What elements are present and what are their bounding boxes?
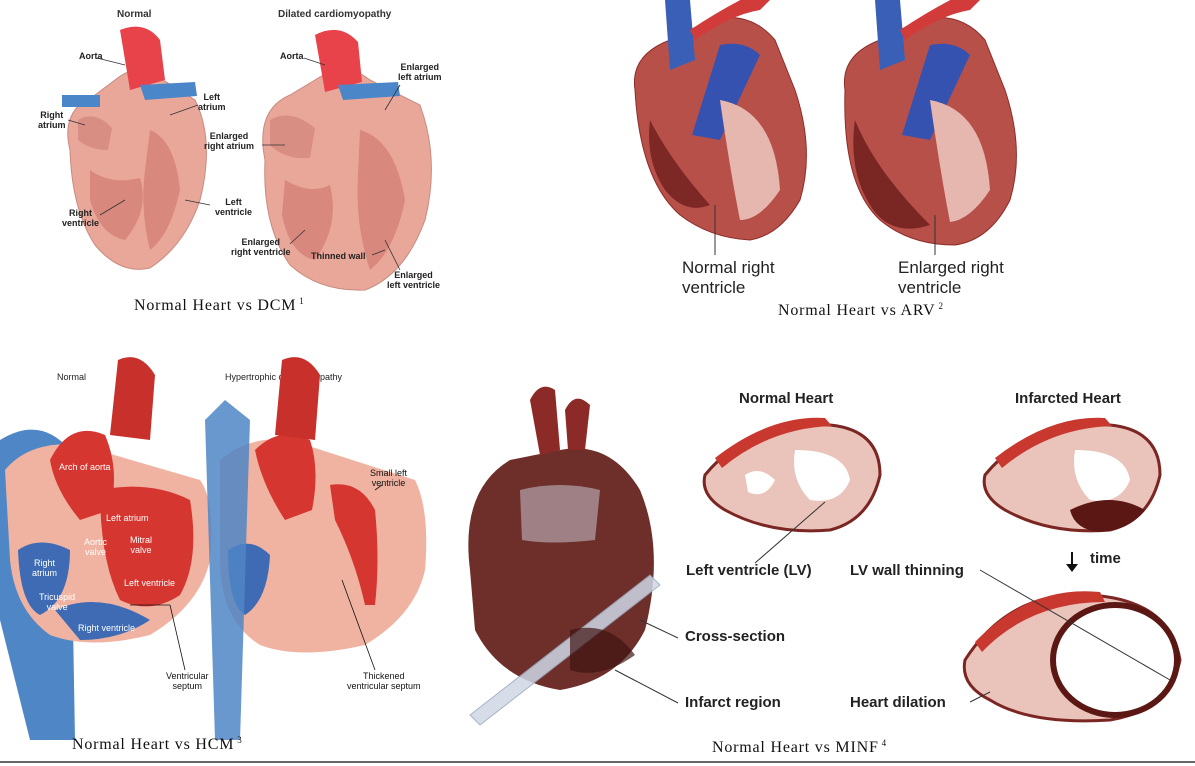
label-mitral-valve-text: Mitral valve xyxy=(130,535,152,555)
label-enlarged-left-ventricle-text: Enlarged left ventricle xyxy=(387,270,441,290)
label-cross-section: Cross-section xyxy=(685,628,786,645)
caption-minf-text: Normal Heart vs MINF xyxy=(712,739,879,756)
label-aorta-normal: Aorta xyxy=(79,51,103,61)
label-time: time xyxy=(1090,550,1121,567)
label-left-atrium: Left atrium xyxy=(198,92,226,112)
label-thickened-septum-text: Thickened ventricular septum xyxy=(347,671,421,691)
label-left-ventricle: Left ventricle xyxy=(215,197,252,217)
label-ventricular-septum-text: Ventricular septum xyxy=(166,671,209,691)
label-enlarged-right-ventricle-text: Enlarged right ventricle xyxy=(231,237,291,257)
caption-minf-ref: 4 xyxy=(881,738,887,748)
label-left-ventricle-hcm: Left ventricle xyxy=(124,578,176,588)
label-right-atrium-hcm: Right atrium xyxy=(32,558,57,578)
label-thickened-septum: Thickened ventricular septum xyxy=(347,671,421,691)
label-aorta-dcm: Aorta xyxy=(280,51,304,61)
normal-heart-illustration xyxy=(62,26,207,270)
label-enlarged-rv-text: Enlarged right ventricle xyxy=(898,258,1004,297)
title-normal-heart: Normal Heart xyxy=(739,390,834,407)
label-right-atrium: Right atrium xyxy=(38,110,66,130)
label-thinned-wall: Thinned wall xyxy=(311,251,366,261)
label-enlarged-right-atrium: Enlarged right atrium xyxy=(204,131,254,151)
label-tricuspid-valve-text: Tricuspid valve xyxy=(39,592,76,612)
label-enlarged-right-atrium-text: Enlarged right atrium xyxy=(204,131,255,151)
label-enlarged-left-atrium: Enlarged left atrium xyxy=(398,62,442,82)
minf-illustration xyxy=(468,386,1182,726)
label-left-ventricle-text: Left ventricle xyxy=(215,197,253,217)
label-lv-wall-thinning: LV wall thinning xyxy=(850,562,964,579)
label-mitral-valve: Mitral valve xyxy=(130,535,152,555)
title-infarcted-heart: Infarcted Heart xyxy=(1015,390,1121,407)
title-normal-hcm: Normal xyxy=(57,372,87,382)
label-left-atrium-hcm: Left atrium xyxy=(106,513,149,523)
arv-hearts-illustration xyxy=(633,0,1017,255)
title-normal: Normal xyxy=(117,9,152,20)
caption-arv-text: Normal Heart vs ARV xyxy=(778,302,936,319)
label-normal-rv-text: Normal right ventricle xyxy=(682,258,775,297)
panel-arv: Normal right ventricle Enlarged right ve… xyxy=(600,0,1070,330)
label-small-left-ventricle-text: Small left ventricle xyxy=(370,468,408,488)
label-aortic-valve: Aortic valve xyxy=(84,537,107,557)
bottom-divider xyxy=(0,761,1195,763)
label-right-ventricle-hcm: Right ventricle xyxy=(78,623,136,633)
panel-minf: Normal Heart Infarcted Heart time Left v… xyxy=(450,380,1195,760)
panel-dcm: Normal Dilated cardiomyopathy xyxy=(0,0,470,320)
label-small-left-ventricle: Small left ventricle xyxy=(370,468,407,488)
label-ventricular-septum: Ventricular septum xyxy=(166,671,209,691)
label-right-ventricle: Right ventricle xyxy=(62,208,99,228)
panel-hcm: Normal Hypertrophic cardiomyopathy Arch … xyxy=(0,357,440,760)
dcm-heart-illustration xyxy=(67,29,432,291)
label-tricuspid-valve: Tricuspid valve xyxy=(39,592,75,612)
label-enlarged-left-ventricle: Enlarged left ventricle xyxy=(387,270,440,290)
label-right-ventricle-text: Right ventricle xyxy=(62,208,100,228)
caption-hcm-text: Normal Heart vs HCM xyxy=(72,736,235,753)
label-infarct-region: Infarct region xyxy=(685,694,781,711)
label-aortic-valve-text: Aortic valve xyxy=(84,537,108,557)
label-right-atrium-text: Right atrium xyxy=(38,110,66,130)
caption-arv-ref: 2 xyxy=(938,301,944,311)
caption-hcm-ref: 3 xyxy=(237,735,243,745)
label-heart-dilation: Heart dilation xyxy=(850,694,946,711)
label-left-ventricle-lv: Left ventricle (LV) xyxy=(686,562,812,579)
label-normal-rv: Normal right ventricle xyxy=(682,258,775,298)
label-right-atrium-hcm-text: Right atrium xyxy=(32,558,58,578)
label-enlarged-rv: Enlarged right ventricle xyxy=(898,258,1004,298)
caption-dcm-text: Normal Heart vs DCM xyxy=(134,297,297,314)
caption-dcm-ref: 1 xyxy=(299,296,305,306)
label-enlarged-right-ventricle: Enlarged right ventricle xyxy=(231,237,291,257)
hcm-hearts-illustration xyxy=(0,357,427,740)
label-left-atrium-text: Left atrium xyxy=(198,92,226,112)
title-dcm: Dilated cardiomyopathy xyxy=(278,9,392,20)
label-arch-of-aorta: Arch of aorta xyxy=(59,462,111,472)
label-enlarged-left-atrium-text: Enlarged left atrium xyxy=(398,62,442,82)
